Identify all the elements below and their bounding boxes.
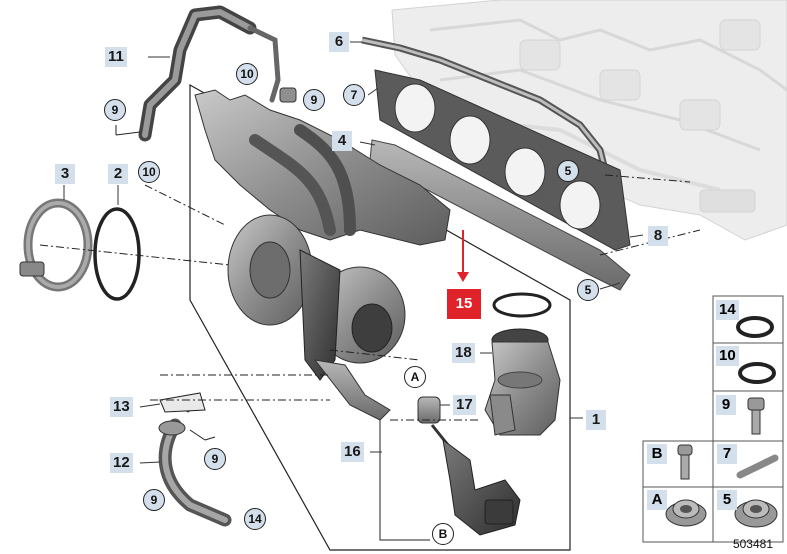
callout-1: 1 — [586, 410, 606, 430]
v-band-clamp — [19, 198, 93, 292]
callout-14: 14 — [244, 508, 266, 530]
panel-label-7: 7 — [717, 444, 737, 464]
callout-5-upper: 5 — [557, 160, 579, 182]
sealing-ring — [93, 207, 141, 301]
dowel-pin-icon — [736, 454, 779, 479]
callout-9-c: 9 — [204, 448, 226, 470]
stud-icon — [677, 444, 693, 480]
flange-nut-icon — [665, 499, 707, 527]
manifold-gasket — [374, 69, 631, 251]
panel-label-9: 9 — [716, 395, 736, 415]
reference-b: B — [432, 523, 454, 545]
panel-label-14: 14 — [716, 300, 739, 320]
oil-return-pipe — [158, 392, 232, 527]
wastegate-actuator — [417, 396, 521, 536]
callout-7: 7 — [343, 84, 365, 106]
callout-13: 13 — [110, 397, 133, 417]
callout-3: 3 — [55, 164, 75, 184]
callout-8: 8 — [648, 226, 668, 246]
callout-17: 17 — [453, 395, 476, 415]
outlet-elbow — [484, 328, 561, 436]
panel-label-10: 10 — [716, 346, 739, 366]
callout-11: 11 — [105, 47, 127, 67]
bolt-icon — [747, 397, 765, 435]
turbocharger-manifold — [194, 89, 451, 421]
callout-18: 18 — [452, 343, 475, 363]
parts-panel-grid — [642, 295, 784, 543]
panel-label-5: 5 — [717, 490, 737, 510]
o-ring-icon — [738, 362, 776, 384]
callout-2: 2 — [108, 164, 128, 184]
callout-10-b: 10 — [138, 161, 160, 183]
reference-a: A — [404, 366, 426, 388]
callout-4: 4 — [332, 131, 352, 151]
callout-6: 6 — [329, 32, 349, 52]
panel-label-b: B — [647, 444, 667, 464]
callout-5-lower: 5 — [577, 279, 599, 301]
collar-nut-icon — [734, 499, 778, 528]
callout-12: 12 — [110, 453, 133, 473]
callout-10-a: 10 — [236, 63, 258, 85]
callout-9-b: 9 — [303, 89, 325, 111]
callout-15-highlighted: 15 — [447, 289, 481, 319]
callout-9-d: 9 — [143, 489, 165, 511]
callout-16: 16 — [341, 442, 364, 462]
o-ring-icon — [736, 316, 774, 338]
diagram-reference-number: 503481 — [732, 537, 773, 551]
panel-label-a: A — [647, 490, 667, 510]
ring-gasket — [492, 292, 552, 318]
callout-9-a: 9 — [104, 99, 126, 121]
